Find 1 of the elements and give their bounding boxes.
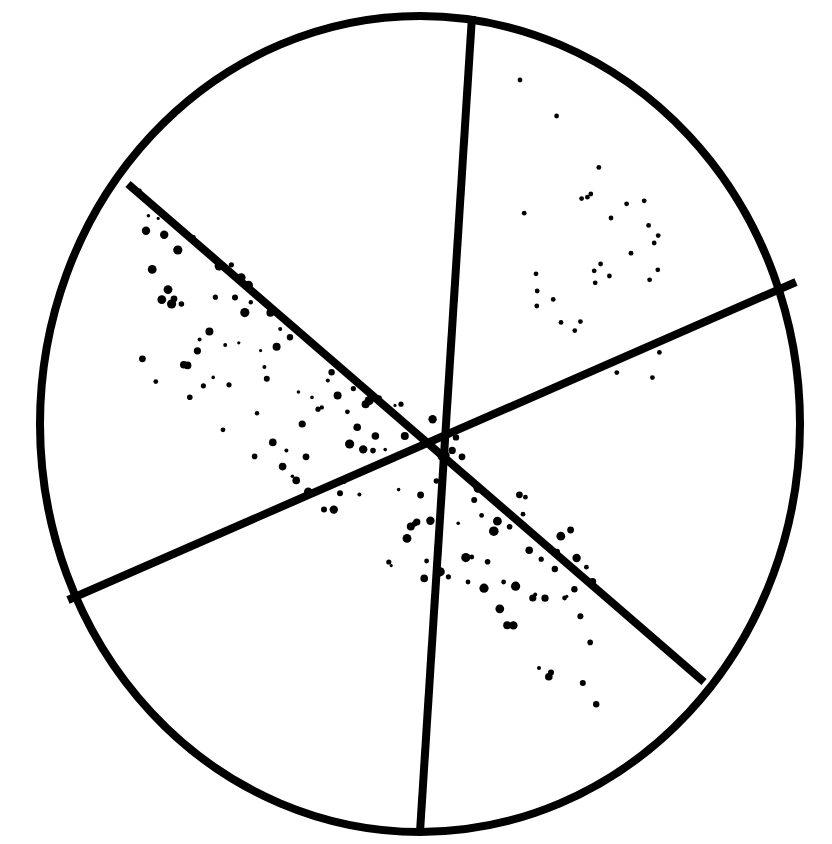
sectioned-circle-drawing [36, 12, 804, 836]
